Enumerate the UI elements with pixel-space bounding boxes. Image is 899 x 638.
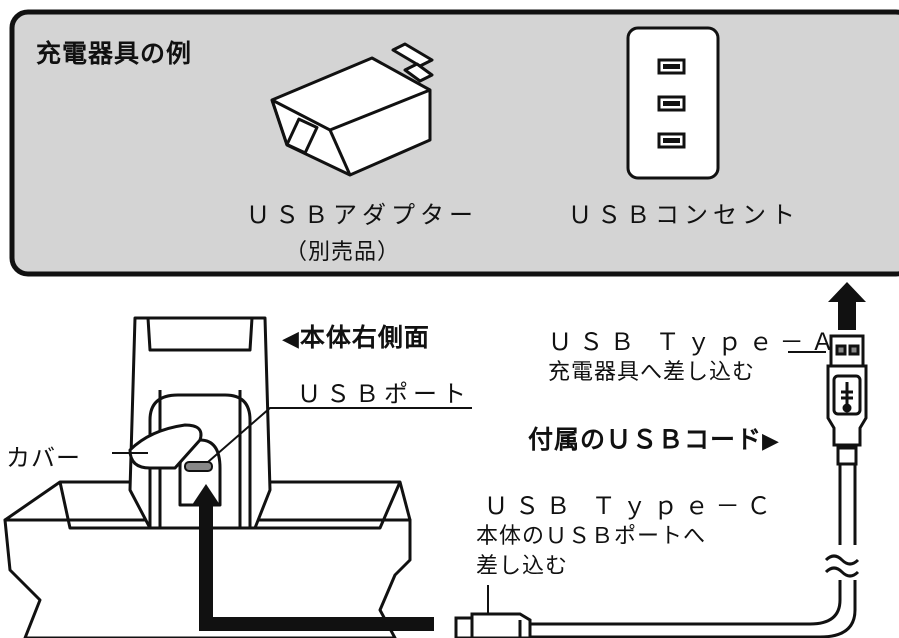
cover-label: カバー xyxy=(6,444,81,472)
type-c-line2: 本体のＵＳＢポートへ xyxy=(476,524,707,549)
usb-cable xyxy=(530,464,860,638)
device-side-label: ◀本体右側面 xyxy=(282,318,430,354)
usb-adapter-icon xyxy=(270,42,434,177)
type-c-line3: 差し込む xyxy=(476,554,569,579)
usb-adapter-subtitle: （別売品） xyxy=(285,240,401,265)
panel-title: 充電器具の例 xyxy=(36,39,193,68)
usb-adapter-label: ＵＳＢアダプター xyxy=(246,201,478,229)
left-triangle-icon: ◀ xyxy=(282,327,300,352)
usb-outlet-label: ＵＳＢコンセント xyxy=(568,201,800,229)
usb-outlet-icon xyxy=(626,26,720,180)
usb-type-a-plug xyxy=(826,334,868,466)
usb-port-slot xyxy=(184,461,213,472)
type-a-line1: ＵＳＢ Ｔｙｐｅ－Ａ xyxy=(548,328,842,356)
insert-arrow xyxy=(199,502,434,631)
included-cord-label: 付属のＵＳＢコード▶ xyxy=(528,420,780,456)
right-triangle-icon: ▶ xyxy=(762,429,780,454)
included-cord-text: 付属のＵＳＢコード xyxy=(528,425,763,454)
type-a-line2: 充電器具へ差し込む xyxy=(548,360,756,385)
usb-port-label: ＵＳＢポート xyxy=(297,380,471,408)
type-c-line1: ＵＳＢ Ｔｙｐｅ－Ｃ xyxy=(484,492,778,520)
usb-type-c-plug xyxy=(454,612,532,638)
up-arrow xyxy=(828,282,866,330)
device-side-text: 本体右側面 xyxy=(299,323,430,352)
